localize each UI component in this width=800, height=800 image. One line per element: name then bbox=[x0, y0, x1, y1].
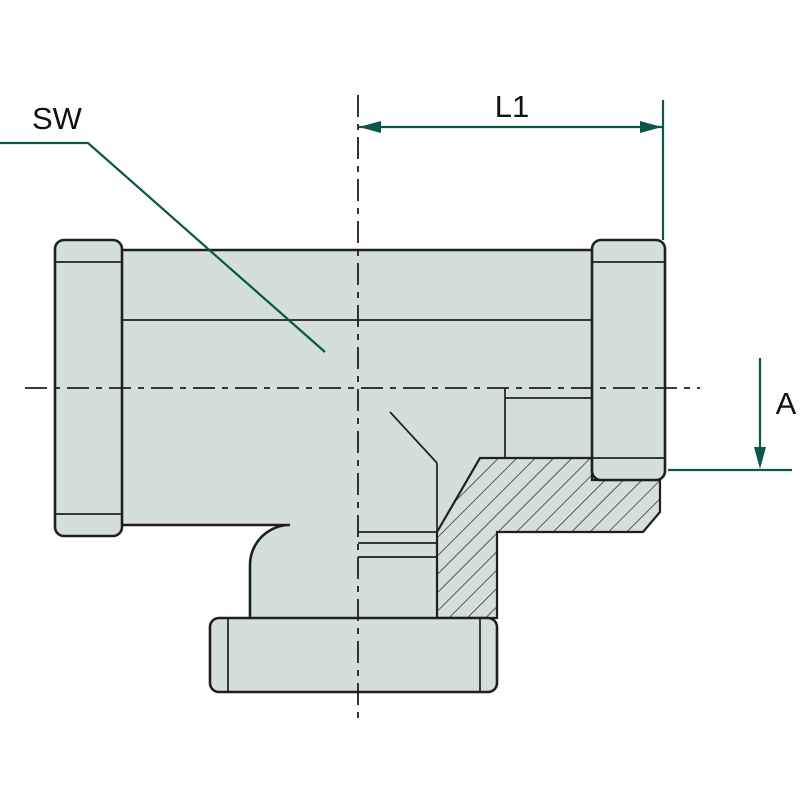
l1-label: L1 bbox=[495, 89, 529, 124]
bore-chamfer-diagonal bbox=[389, 411, 438, 464]
right-nut bbox=[590, 238, 667, 482]
inner-edge-lines bbox=[55, 261, 665, 692]
a-label: A bbox=[776, 386, 797, 421]
cross-section-hatch bbox=[435, 456, 662, 620]
a-arrow-down-icon bbox=[754, 447, 766, 469]
nut-ends bbox=[53, 238, 667, 694]
dimension-a: A bbox=[668, 358, 797, 472]
bottom-nut bbox=[208, 616, 499, 694]
section-hatch-area bbox=[435, 456, 662, 620]
sw-leader-line bbox=[0, 141, 326, 353]
bar-bottom-left-edge bbox=[122, 523, 291, 618]
body-outlines bbox=[122, 248, 592, 618]
leader-sw: SW bbox=[0, 101, 326, 353]
sw-label: SW bbox=[32, 101, 83, 136]
centerlines bbox=[25, 95, 700, 718]
fitting-body bbox=[122, 250, 660, 618]
l1-arrow-left-icon bbox=[359, 121, 381, 133]
l1-arrow-right-icon bbox=[640, 121, 662, 133]
body-silhouette bbox=[122, 250, 660, 618]
dimension-l1: L1 bbox=[359, 89, 665, 240]
